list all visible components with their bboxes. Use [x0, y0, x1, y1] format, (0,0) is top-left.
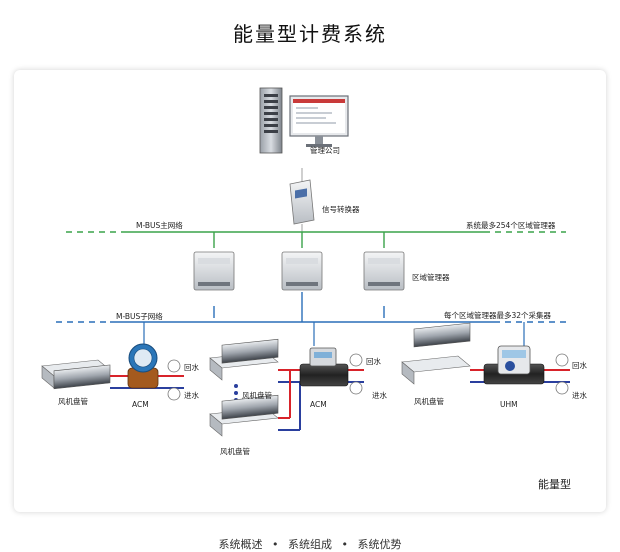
label-sub-bus: M-BUS子网络	[116, 311, 163, 322]
label-supply-2: 进水	[372, 390, 387, 401]
server-icon	[260, 88, 282, 153]
signal-converter-icon	[290, 180, 314, 224]
zone-manager-1-icon	[194, 252, 234, 290]
label-zone-manager: 区域管理器	[412, 272, 450, 283]
footer-link-components[interactable]: 系统组成	[288, 538, 332, 551]
label-fan-coil-3: 风机盘管	[220, 446, 250, 457]
footer-separator: •	[272, 538, 279, 551]
monitor-icon	[290, 96, 348, 147]
fan-coil-1-icon	[42, 360, 110, 389]
label-return-1: 回水	[184, 362, 199, 373]
footer-link-overview[interactable]: 系统概述	[219, 538, 263, 551]
label-main-bus-note: 系统最多254个区域管理器	[466, 220, 555, 231]
label-fan-coil-2: 风机盘管	[242, 390, 272, 401]
label-meter-1: ACM	[132, 400, 149, 409]
label-meter-2: ACM	[310, 400, 327, 409]
diagram-card: 管理公司 信号转换器 M-BUS主网络 系统最多254个区域管理器 区域管理器 …	[14, 70, 606, 512]
label-company: 管理公司	[310, 145, 340, 156]
uhm-meter-icon	[484, 346, 544, 384]
temp-sensor-3-icon	[556, 354, 568, 394]
acm-meter-1-icon	[128, 344, 158, 388]
label-return-3: 回水	[572, 360, 587, 371]
label-fan-coil-4: 风机盘管	[414, 396, 444, 407]
fan-coil-4-icon	[402, 323, 470, 384]
acm-meter-2-icon	[300, 348, 348, 386]
zone-manager-3-icon	[364, 252, 404, 290]
footer-link-advantages[interactable]: 系统优势	[358, 538, 402, 551]
zone-manager-2-icon	[282, 252, 322, 290]
label-sub-bus-note: 每个区域管理器最多32个采集器	[444, 310, 551, 321]
label-fan-coil-1: 风机盘管	[58, 396, 88, 407]
fan-coil-3-icon	[210, 395, 278, 436]
label-meter-3: UHM	[500, 400, 518, 409]
footer-separator: •	[342, 538, 349, 551]
temp-sensor-1-icon	[168, 360, 180, 400]
main-bus-line	[66, 232, 566, 248]
label-supply-3: 进水	[572, 390, 587, 401]
temp-sensor-2-icon	[350, 354, 362, 394]
brand-label: 能量型	[538, 476, 571, 492]
fan-coil-2-icon	[210, 339, 278, 380]
label-signal-converter: 信号转换器	[322, 204, 360, 215]
label-supply-1: 进水	[184, 390, 199, 401]
system-diagram	[14, 70, 606, 512]
label-main-bus: M-BUS主网络	[136, 220, 183, 231]
page-title: 能量型计费系统	[0, 18, 620, 47]
label-return-2: 回水	[366, 356, 381, 367]
